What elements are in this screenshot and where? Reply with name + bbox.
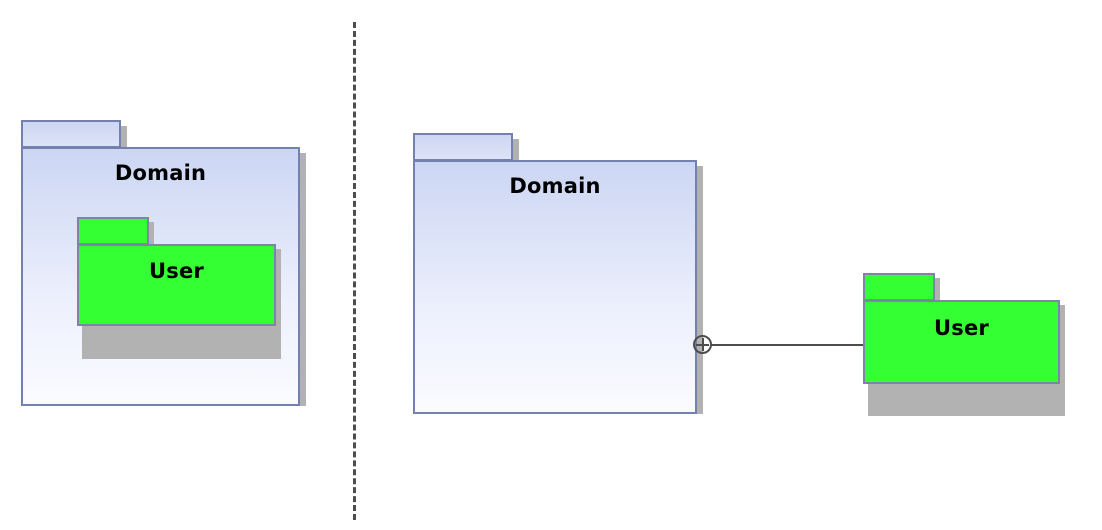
package-label-user-nested: User — [149, 259, 204, 283]
circle-plus-icon — [693, 335, 712, 354]
package-tab — [863, 273, 935, 301]
package-label-user-linked: User — [934, 316, 989, 340]
variant-divider — [353, 22, 356, 520]
package-tab — [77, 217, 149, 245]
package-domain-linked[interactable] — [413, 133, 703, 420]
package-tab — [21, 120, 121, 148]
package-label-domain-nested: Domain — [114, 161, 207, 185]
containment-connector-line — [711, 344, 864, 346]
package-tab — [413, 133, 513, 161]
package-label-domain-linked: Domain — [509, 174, 601, 198]
package-body — [413, 160, 697, 414]
package-body — [863, 300, 1060, 384]
package-body — [77, 244, 276, 326]
package-user-linked[interactable] — [863, 273, 1065, 416]
package-user-nested[interactable] — [77, 217, 282, 359]
